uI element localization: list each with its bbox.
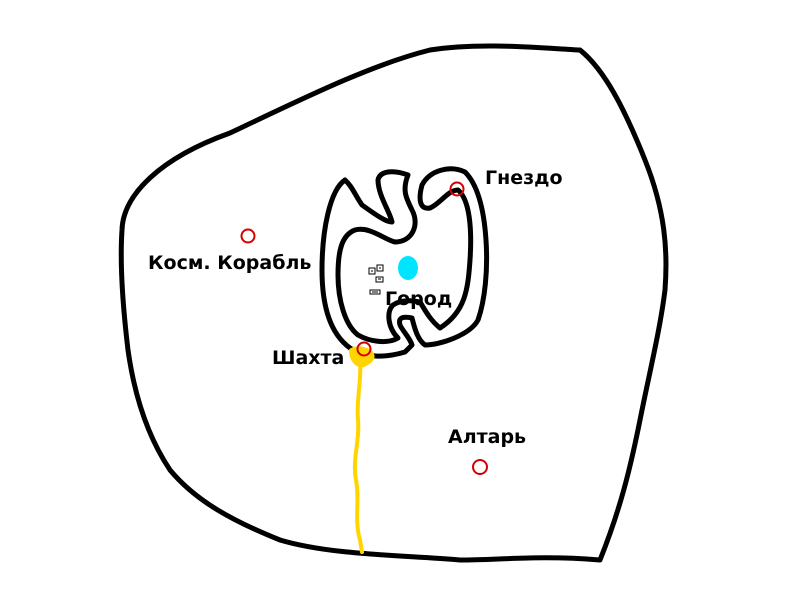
nest-marker-icon[interactable] <box>449 181 465 197</box>
label-altar: Алтарь <box>448 426 527 448</box>
label-spaceship: Косм. Корабль <box>148 252 312 274</box>
river-path <box>352 358 364 554</box>
mine-marker-icon[interactable] <box>356 341 372 357</box>
label-mine: Шахта <box>272 347 345 369</box>
city-pool <box>398 256 418 280</box>
label-city: Город <box>385 288 453 310</box>
altar-marker-icon[interactable] <box>472 459 488 475</box>
island-outline <box>118 43 669 563</box>
mine-spring-blob <box>348 346 375 368</box>
label-nest: Гнездо <box>485 167 563 189</box>
building-cluster-icon <box>368 264 384 295</box>
ship-marker-icon[interactable] <box>240 228 256 244</box>
city-wall-outer <box>319 166 490 359</box>
